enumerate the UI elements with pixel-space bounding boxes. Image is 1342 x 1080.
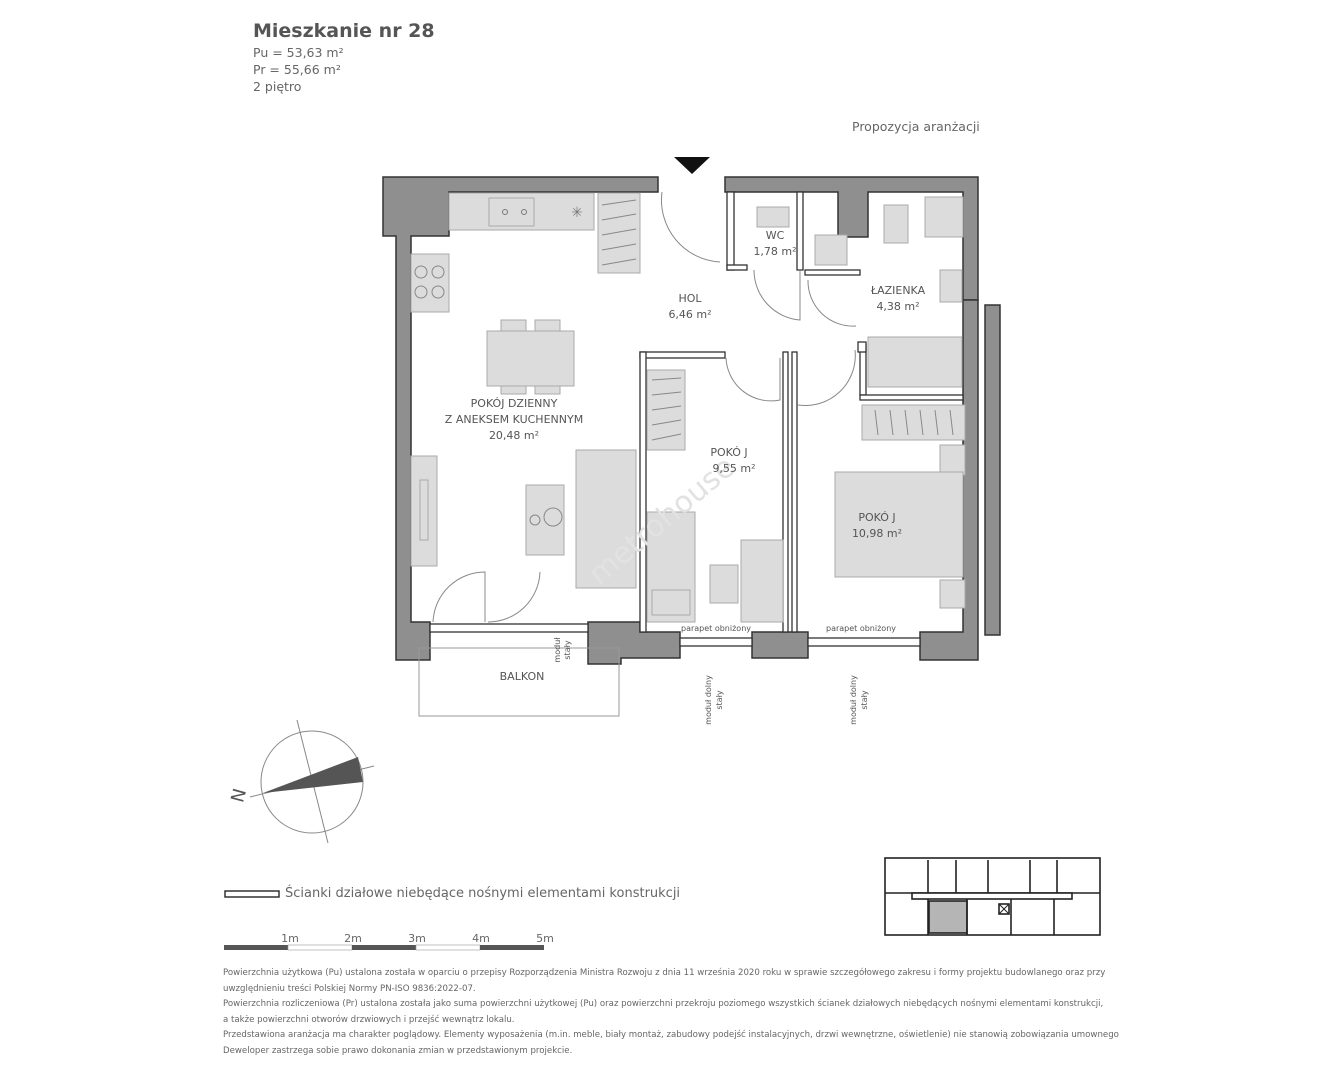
room-lazienka-name: ŁAZIENKA bbox=[870, 284, 926, 297]
scale-label-1m: 1m bbox=[281, 932, 299, 945]
room-1-name: POKÓ J bbox=[710, 446, 747, 459]
room-living-name: POKÓJ DZIENNY bbox=[471, 397, 558, 410]
footer-notes: Powierzchnia użytkowa (Pu) ustalona zost… bbox=[223, 966, 1119, 1059]
room-living-area: 20,48 m² bbox=[489, 429, 539, 442]
room-living-name2: Z ANEKSEM KUCHENNYM bbox=[445, 413, 583, 426]
legend-partition-swatch bbox=[224, 890, 280, 898]
partition-walls bbox=[639, 191, 964, 633]
modul-dolny-label-1a: moduł dolny bbox=[704, 675, 713, 725]
room-wc-area: 1,78 m² bbox=[753, 245, 796, 258]
room-2-area: 10,98 m² bbox=[852, 527, 902, 540]
usable-area: Pu = 53,63 m² bbox=[253, 45, 344, 60]
room-lazienka-area: 4,38 m² bbox=[876, 300, 919, 313]
exterior-walls bbox=[382, 176, 1001, 665]
modul-staly-label-1: moduł bbox=[553, 637, 562, 663]
compass-icon: N bbox=[227, 719, 375, 844]
footer-line: Deweloper zastrzega sobie prawo dokonani… bbox=[223, 1045, 573, 1056]
scale-label-5m: 5m bbox=[536, 932, 554, 945]
room-wc-name: WC bbox=[766, 229, 785, 242]
floor-level: 2 piętro bbox=[253, 79, 302, 94]
svg-text:✳: ✳ bbox=[571, 205, 583, 221]
scale-label-4m: 4m bbox=[472, 932, 490, 945]
building-key-plan bbox=[884, 857, 1101, 936]
scale-label-3m: 3m bbox=[408, 932, 426, 945]
modul-dolny-label-1b: stały bbox=[715, 690, 724, 709]
arrangement-note: Propozycja aranżacji bbox=[852, 119, 980, 134]
apartment-title: Mieszkanie nr 28 bbox=[253, 20, 435, 42]
compass-north-label: N bbox=[227, 786, 251, 804]
furniture: ✳ bbox=[410, 192, 966, 623]
room-hol-name: HOL bbox=[678, 292, 702, 305]
settlement-area: Pr = 55,66 m² bbox=[253, 62, 341, 77]
footer-line: Przedstawiona aranżacja ma charakter pog… bbox=[223, 1030, 1119, 1040]
room-balcony-name: BALKON bbox=[500, 670, 545, 683]
scale-label-2m: 2m bbox=[344, 932, 362, 945]
legend-partition-label: Ścianki działowe niebędące nośnymi eleme… bbox=[285, 886, 681, 901]
windows bbox=[429, 623, 921, 647]
footer-line: Powierzchnia rozliczeniowa (Pr) ustalona… bbox=[223, 999, 1104, 1009]
modul-dolny-label-2a: moduł dolny bbox=[849, 675, 858, 725]
room-2-name: POKÓ J bbox=[858, 511, 895, 524]
room-1-area: 9,55 m² bbox=[712, 462, 755, 475]
footer-line: a także powierzchni otworów drzwiowych i… bbox=[223, 1014, 515, 1025]
room-hol-area: 6,46 m² bbox=[668, 308, 711, 321]
parapet-label-2: parapet obniżony bbox=[826, 624, 896, 633]
modul-dolny-label-2b: stały bbox=[860, 690, 869, 709]
parapet-label-1: parapet obniżony bbox=[681, 624, 751, 633]
doors bbox=[432, 191, 857, 623]
modul-staly-label-2: stały bbox=[563, 640, 572, 659]
scale-bar: 1m 2m 3m 4m 5m bbox=[224, 932, 554, 951]
footer-line: Powierzchnia użytkowa (Pu) ustalona zost… bbox=[223, 968, 1106, 978]
entrance-arrow-icon bbox=[674, 157, 710, 174]
balcony-outline bbox=[418, 647, 620, 717]
footer-line: uwzględnieniu treści Polskiej Normy PN-I… bbox=[223, 983, 476, 994]
